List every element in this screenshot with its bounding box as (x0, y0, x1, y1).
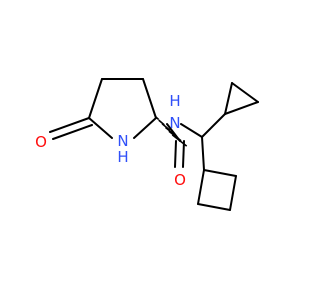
bond-n-ch (180, 123, 203, 138)
amide-nh-label: H N (169, 92, 180, 132)
molecule-structure: O N H H N O (35, 78, 259, 211)
bond-cyclobutyl-4 (197, 169, 205, 205)
bond-cyclopropyl-3 (224, 101, 259, 115)
lactam-nh-label: N H (117, 132, 128, 166)
bond-cyclobutyl-2 (229, 175, 237, 211)
bond-ring-c4-c5 (88, 78, 103, 119)
bond-ch-cyclobutyl (201, 136, 205, 171)
bond-ring-c5-n1 (88, 117, 113, 139)
bond-cyclopropyl-2 (231, 82, 259, 103)
lactam-nitrogen-label: N (117, 132, 128, 150)
bond-cyclobutyl-3 (197, 203, 231, 211)
bond-cyclobutyl-1 (203, 169, 237, 177)
amide-hydrogen-label: H (169, 92, 180, 110)
bond-cyclopropyl-1 (224, 82, 233, 115)
bond-ring-carbonyl-2 (52, 124, 93, 140)
lactam-hydrogen-label: H (117, 148, 128, 166)
bond-amide-carbonyl-1 (174, 140, 177, 168)
amide-nitrogen-label: N (169, 114, 180, 132)
bond-ring-carbonyl-1 (49, 117, 90, 133)
bond-amide-carbonyl-2 (182, 140, 185, 168)
ring-carbonyl-oxygen-label: O (35, 133, 47, 151)
bond-ch-cyclopropyl (201, 113, 226, 138)
amide-oxygen-label: O (174, 171, 186, 189)
bond-ring-n1-c2 (133, 117, 157, 139)
bond-ring-c3-c2 (142, 78, 157, 119)
bond-amide-c-n (166, 123, 181, 142)
